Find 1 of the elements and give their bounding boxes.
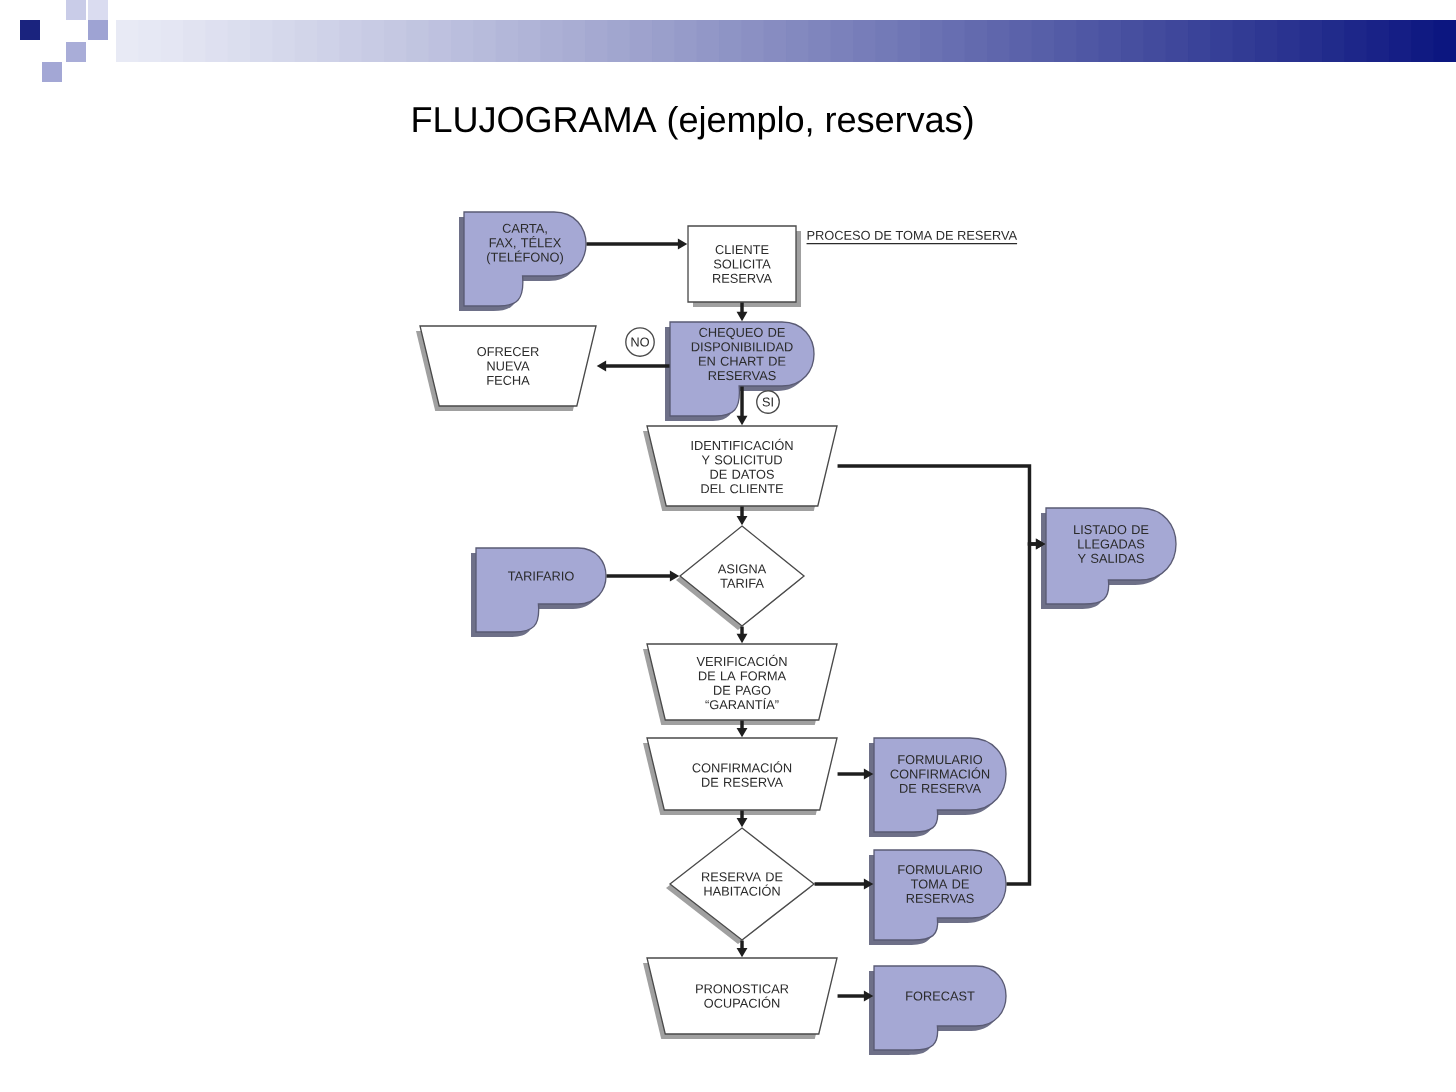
title: FLUJOGRAMA (ejemplo, reservas) [413,105,973,140]
